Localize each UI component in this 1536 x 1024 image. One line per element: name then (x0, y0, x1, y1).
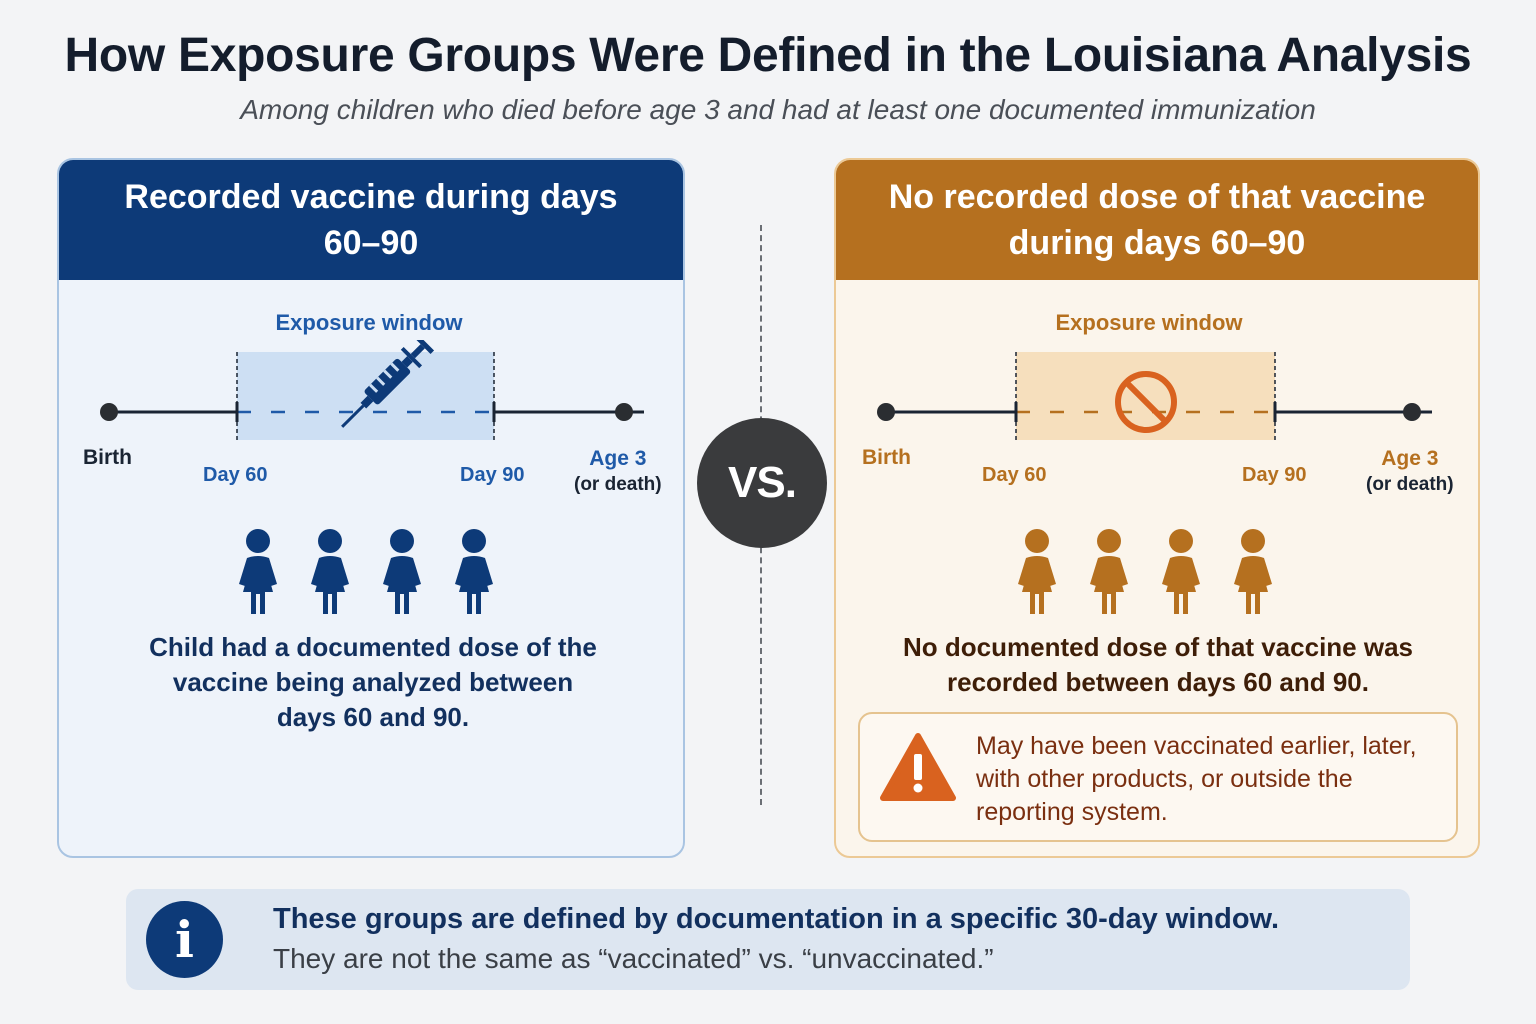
recorded-vaccine-header: Recorded vaccine during days 60–90 (59, 160, 683, 280)
prohibited-icon (1115, 371, 1177, 433)
timeline-day-end-label: Day 90 (1242, 464, 1307, 486)
child-icon (455, 529, 493, 614)
child-icon (1162, 529, 1200, 614)
warning-text: May have been vaccinated earlier, later,… (976, 732, 1417, 826)
info-note: i These groups are defined by documentat… (126, 889, 1410, 990)
timeline-age-label: Age 3 (or death) (574, 446, 662, 498)
child-icon (1234, 529, 1272, 614)
child-icon (239, 529, 277, 614)
exposure-window-label: Exposure window (1055, 310, 1243, 335)
exposure-window-label: Exposure window (275, 310, 463, 335)
timeline-age-label: Age 3 (or death) (1366, 446, 1454, 498)
page-subtitle: Among children who died before age 3 and… (240, 94, 1316, 125)
child-icon (311, 529, 349, 614)
timeline-day-start-label: Day 60 (982, 464, 1047, 486)
timeline-day-end-label: Day 90 (460, 464, 525, 486)
vs-badge: VS. (697, 418, 827, 548)
timeline-age-text: Age 3 (589, 447, 647, 470)
warning-icon (880, 733, 956, 801)
no-recorded-dose-header: No recorded dose of that vaccine during … (836, 160, 1478, 280)
info-note-main: These groups are defined by documentatio… (273, 903, 1280, 935)
recorded-vaccine-description: Child had a documented dose of the vacci… (149, 632, 597, 732)
no-recorded-dose-panel: No recorded dose of that vaccine during … (834, 158, 1480, 858)
info-note-sub: They are not the same as “vaccinated” vs… (273, 943, 994, 974)
no-recorded-dose-description: No documented dose of that vaccine was r… (903, 632, 1413, 697)
timeline-birth-label: Birth (83, 446, 132, 469)
timeline-age-note: (or death) (574, 474, 662, 495)
timeline-day-start-label: Day 60 (203, 464, 268, 486)
child-icons-left (233, 528, 499, 616)
info-icon: i (146, 901, 223, 978)
warning-callout: May have been vaccinated earlier, later,… (858, 712, 1458, 842)
timeline-right (877, 352, 1432, 440)
timeline-birth-label: Birth (862, 446, 911, 469)
timeline-age-text: Age 3 (1381, 447, 1439, 470)
child-icon (1018, 529, 1056, 614)
child-icon (1090, 529, 1128, 614)
child-icon (383, 529, 421, 614)
page-title: How Exposure Groups Were Defined in the … (64, 29, 1472, 82)
recorded-vaccine-panel: Recorded vaccine during days 60–90 Expos… (57, 158, 685, 858)
child-icons-right (1012, 528, 1278, 616)
timeline-age-note: (or death) (1366, 474, 1454, 495)
timeline-left (100, 340, 644, 440)
